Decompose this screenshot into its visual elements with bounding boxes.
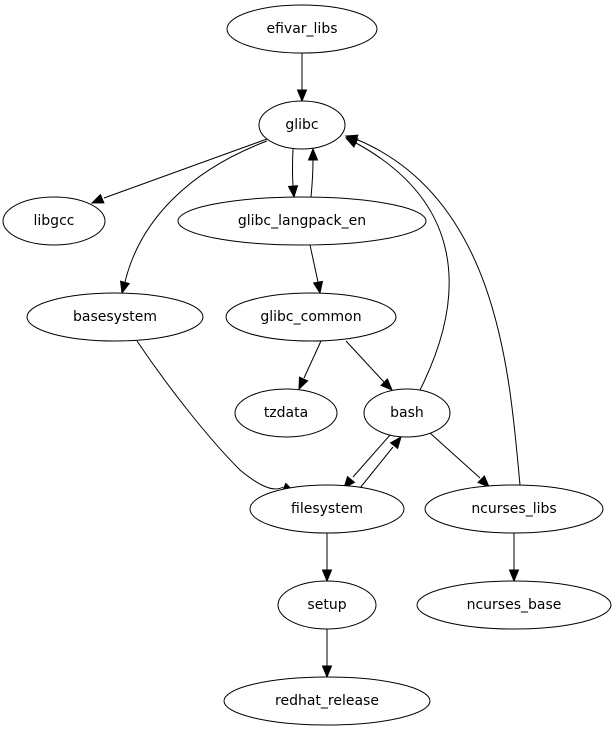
node-label: ncurses_base — [467, 597, 562, 613]
node-label: redhat_release — [275, 693, 379, 709]
arrowhead-icon — [90, 193, 105, 204]
arrowhead-icon — [508, 569, 520, 583]
edge-glibc-langpack-en-to-glibc-common — [309, 244, 324, 295]
edge-glibc-common-to-bash — [345, 340, 393, 391]
node-label: filesystem — [291, 501, 363, 517]
edge-line — [357, 139, 521, 486]
node-shape — [424, 484, 604, 534]
node-ncurses-base[interactable]: ncurses_base — [416, 580, 612, 630]
arrowhead-icon — [287, 185, 299, 199]
arrowhead-icon — [343, 475, 356, 490]
edge-ncurses-libs-to-glibc — [344, 134, 521, 486]
arrowhead-icon — [119, 280, 131, 295]
edge-bash-to-filesystem — [343, 434, 391, 490]
edge-line — [309, 244, 319, 283]
edge-glibc-langpack-en-to-glibc — [307, 147, 319, 198]
node-label: basesystem — [73, 309, 157, 325]
node-shape — [26, 292, 204, 342]
edge-glibc-to-glibc-langpack-en — [287, 148, 299, 199]
node-shape — [416, 580, 612, 630]
edge-filesystem-to-setup — [321, 533, 333, 583]
node-shape — [225, 292, 397, 342]
arrowhead-icon — [307, 147, 319, 161]
node-label: libgcc — [34, 213, 75, 229]
edge-setup-to-redhat-release — [321, 629, 333, 679]
arrowhead-icon — [477, 475, 490, 488]
node-label: tzdata — [264, 405, 308, 421]
node-shape — [277, 580, 377, 630]
node-shape — [258, 100, 346, 150]
edge-line — [292, 148, 294, 187]
node-label: glibc_langpack_en — [238, 213, 366, 229]
node-tzdata[interactable]: tzdata — [234, 388, 338, 438]
arrowhead-icon — [344, 134, 359, 145]
arrowhead-icon — [380, 378, 393, 391]
node-setup[interactable]: setup — [277, 580, 377, 630]
edge-glibc-to-libgcc — [90, 138, 268, 204]
arrowhead-icon — [321, 569, 333, 583]
edge-line — [303, 340, 322, 379]
node-glibc-common[interactable]: glibc_common — [225, 292, 397, 342]
node-shape — [226, 4, 378, 54]
node-label: glibc — [285, 117, 318, 133]
edge-glibc-common-to-tzdata — [298, 340, 322, 391]
node-ncurses-libs[interactable]: ncurses_libs — [424, 484, 604, 534]
node-shape — [2, 196, 106, 246]
arrowhead-icon — [321, 665, 333, 679]
edge-glibc-to-basesystem — [119, 140, 268, 295]
node-label: efivar_libs — [266, 21, 337, 37]
node-shape — [177, 196, 427, 246]
edge-line — [124, 140, 268, 283]
node-label: setup — [307, 597, 346, 613]
node-shape — [234, 388, 338, 438]
node-glibc-langpack-en[interactable]: glibc_langpack_en — [177, 196, 427, 246]
node-bash[interactable]: bash — [363, 388, 451, 438]
edge-line — [359, 446, 394, 489]
arrowhead-icon — [298, 376, 309, 391]
arrowhead-icon — [296, 89, 308, 103]
node-glibc[interactable]: glibc — [258, 100, 346, 150]
edge-efivar-libs-to-glibc — [296, 53, 308, 103]
edges-layer — [90, 53, 521, 679]
edge-line — [103, 138, 268, 199]
node-label: glibc_common — [260, 309, 361, 325]
edge-line — [352, 434, 391, 478]
node-shape — [363, 388, 451, 438]
node-redhat-release[interactable]: redhat_release — [223, 676, 431, 726]
edge-filesystem-to-bash — [359, 435, 402, 489]
node-basesystem[interactable]: basesystem — [26, 292, 204, 342]
edge-line — [345, 340, 385, 383]
edge-line — [310, 159, 314, 198]
edge-bash-to-ncurses-libs — [429, 432, 490, 488]
node-label: ncurses_libs — [471, 501, 556, 517]
edge-line — [429, 432, 481, 479]
arrowhead-icon — [389, 435, 402, 450]
edge-bash-to-glibc — [344, 137, 450, 391]
edge-ncurses-libs-to-ncurses-base — [508, 533, 520, 583]
node-libgcc[interactable]: libgcc — [2, 196, 106, 246]
node-shape — [223, 676, 431, 726]
edge-line — [136, 340, 284, 490]
node-shape — [249, 484, 405, 534]
arrowhead-icon — [312, 280, 324, 295]
node-efivar-libs[interactable]: efivar_libs — [226, 4, 378, 54]
node-filesystem[interactable]: filesystem — [249, 484, 405, 534]
node-label: bash — [390, 405, 424, 421]
edge-line — [355, 142, 450, 391]
